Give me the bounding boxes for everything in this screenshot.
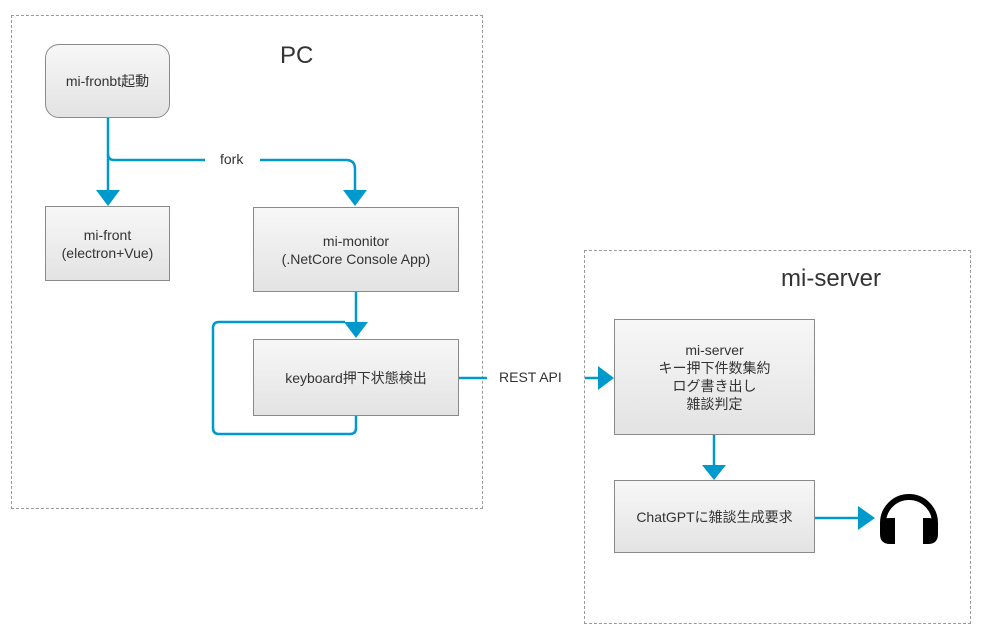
edge-fork-to-monitor xyxy=(106,153,357,190)
node-chatgpt-request[interactable]: ChatGPTに雑談生成要求 xyxy=(614,480,815,553)
arrowhead-front xyxy=(96,190,120,206)
group-pc xyxy=(11,15,483,509)
group-pc-title: PC xyxy=(280,42,314,69)
edge-label-rest-api: REST API xyxy=(495,369,566,385)
arrowhead-monitor xyxy=(343,190,367,206)
node-launcher[interactable]: mi-fronbt起動 xyxy=(45,44,170,118)
arrowhead-chatgpt xyxy=(702,465,726,480)
headphones-icon xyxy=(880,494,938,544)
edge-label-fork: fork xyxy=(216,151,248,167)
edge-keyboard-loop xyxy=(211,320,358,436)
node-mi-front[interactable]: mi-front (electron+Vue) xyxy=(45,206,170,281)
group-mi-server-title: mi-server xyxy=(781,265,881,292)
node-keyboard-detect[interactable]: keyboard押下状態検出 xyxy=(253,339,459,416)
node-mi-server[interactable]: mi-server キー押下件数集約 ログ書き出し 雑談判定 xyxy=(614,319,815,435)
arrowhead-keyboard xyxy=(344,322,368,338)
arrowhead-server xyxy=(598,366,614,390)
group-mi-server xyxy=(584,250,971,624)
node-mi-monitor[interactable]: mi-monitor (.NetCore Console App) xyxy=(253,207,459,292)
arrowhead-output xyxy=(858,506,875,530)
